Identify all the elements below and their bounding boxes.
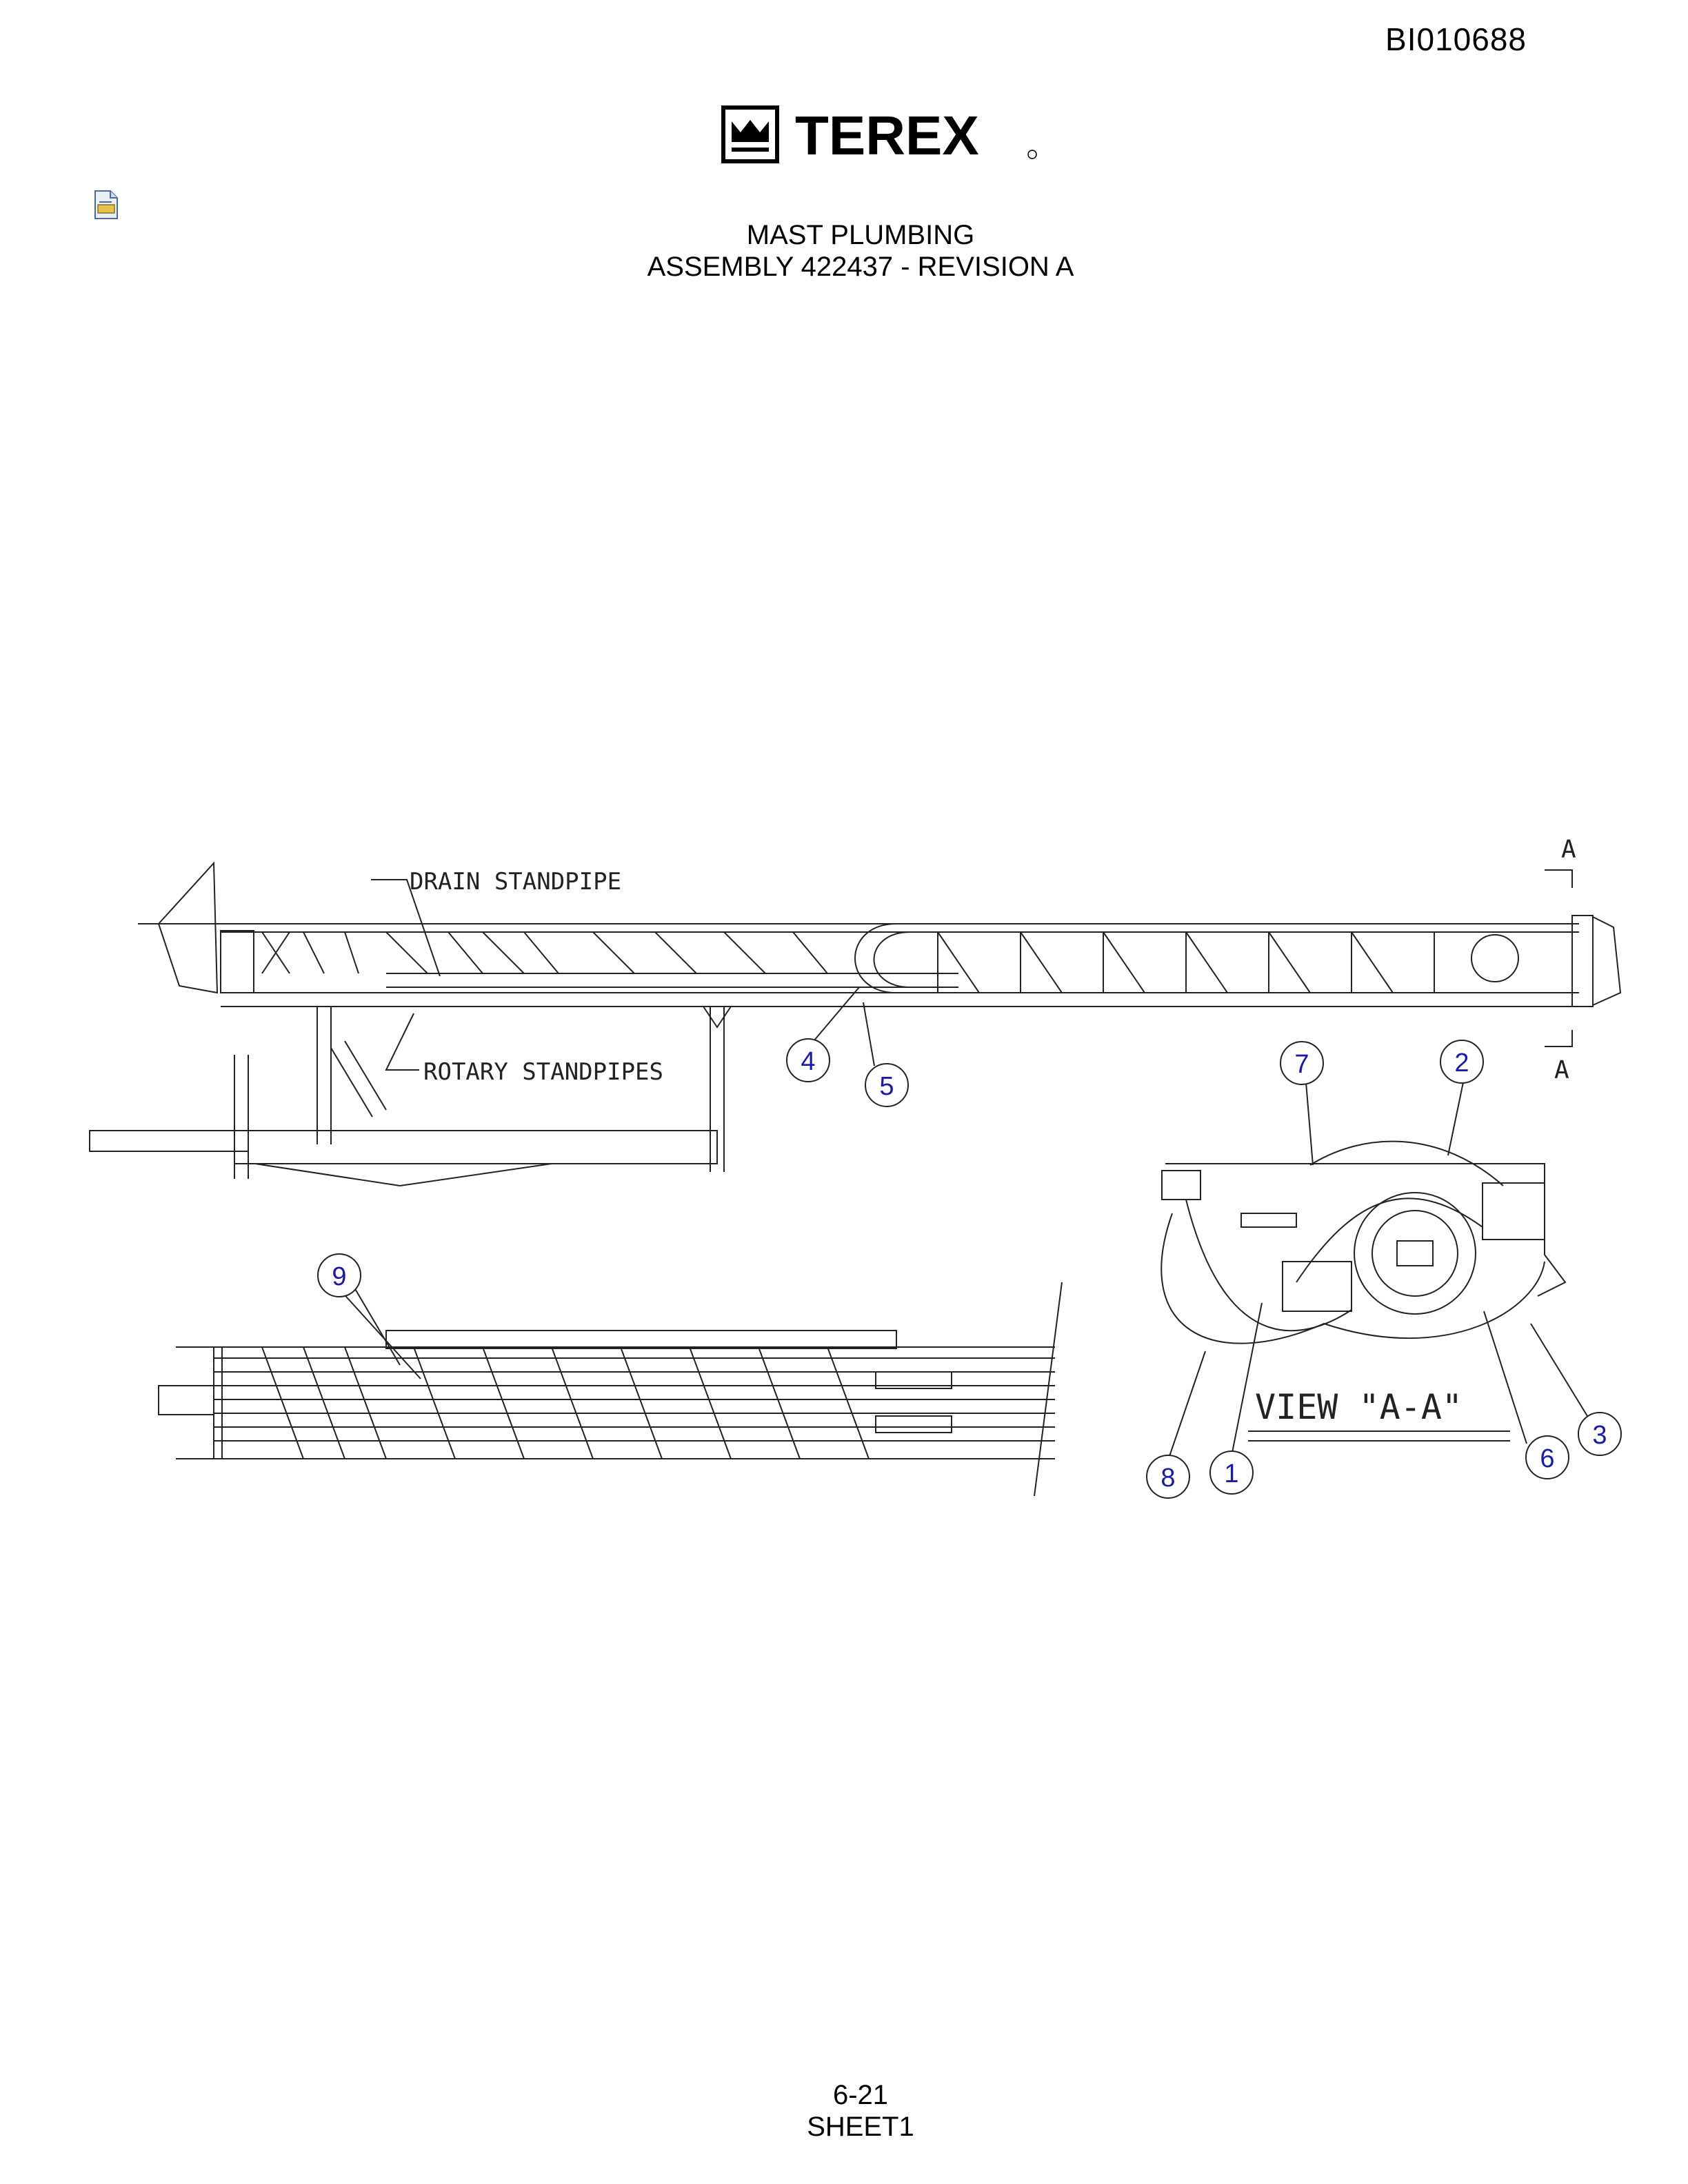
document-title: MAST PLUMBING [746, 220, 975, 250]
svg-text:1: 1 [1224, 1459, 1238, 1488]
svg-text:7: 7 [1294, 1050, 1309, 1079]
title-block: MAST PLUMBING ASSEMBLY 422437 - REVISION… [0, 219, 1688, 283]
mast-side-view [89, 861, 1622, 1187]
terex-logo: TEREX [721, 105, 1037, 164]
svg-text:4: 4 [801, 1047, 815, 1076]
attachment-icon[interactable] [91, 190, 120, 220]
svg-text:5: 5 [879, 1072, 894, 1101]
callout-6: 6 [1525, 1435, 1569, 1479]
view-a-a [1160, 1140, 1567, 1442]
drain-standpipe-label: DRAIN STANDPIPE [410, 868, 621, 896]
section-marker-top: A [1561, 836, 1576, 864]
svg-text:6: 6 [1540, 1444, 1554, 1473]
brand-wordmark: TEREX [795, 105, 979, 164]
view-a-a-label: VIEW "A-A" [1255, 1387, 1463, 1427]
callout-7: 7 [1280, 1041, 1324, 1085]
svg-text:2: 2 [1454, 1049, 1469, 1078]
svg-text:8: 8 [1160, 1464, 1175, 1493]
mast-plumbing-drawing: DRAIN STANDPIPE ROTARY STANDPIPES VIEW "… [89, 836, 1622, 1499]
callout-8: 8 [1146, 1455, 1190, 1499]
sheet-label: SHEET1 [807, 2112, 914, 2142]
svg-text:9: 9 [332, 1262, 346, 1291]
svg-text:3: 3 [1592, 1421, 1607, 1450]
section-marker-bottom: A [1554, 1056, 1569, 1084]
document-id: BI010688 [1385, 21, 1527, 57]
callout-9: 9 [317, 1253, 361, 1297]
document-subtitle: ASSEMBLY 422437 - REVISION A [647, 252, 1074, 282]
mast-plan-view [158, 1282, 1063, 1497]
callout-2: 2 [1440, 1040, 1484, 1084]
page-number: 6-21 [832, 2080, 889, 2110]
rotary-standpipes-label: ROTARY STANDPIPES [423, 1058, 663, 1086]
callout-1: 1 [1209, 1450, 1254, 1495]
callout-3: 3 [1578, 1412, 1622, 1456]
callout-4: 4 [786, 1038, 830, 1082]
callout-5: 5 [865, 1063, 909, 1107]
page-footer: 6-21 SHEET1 [0, 2079, 1688, 2143]
